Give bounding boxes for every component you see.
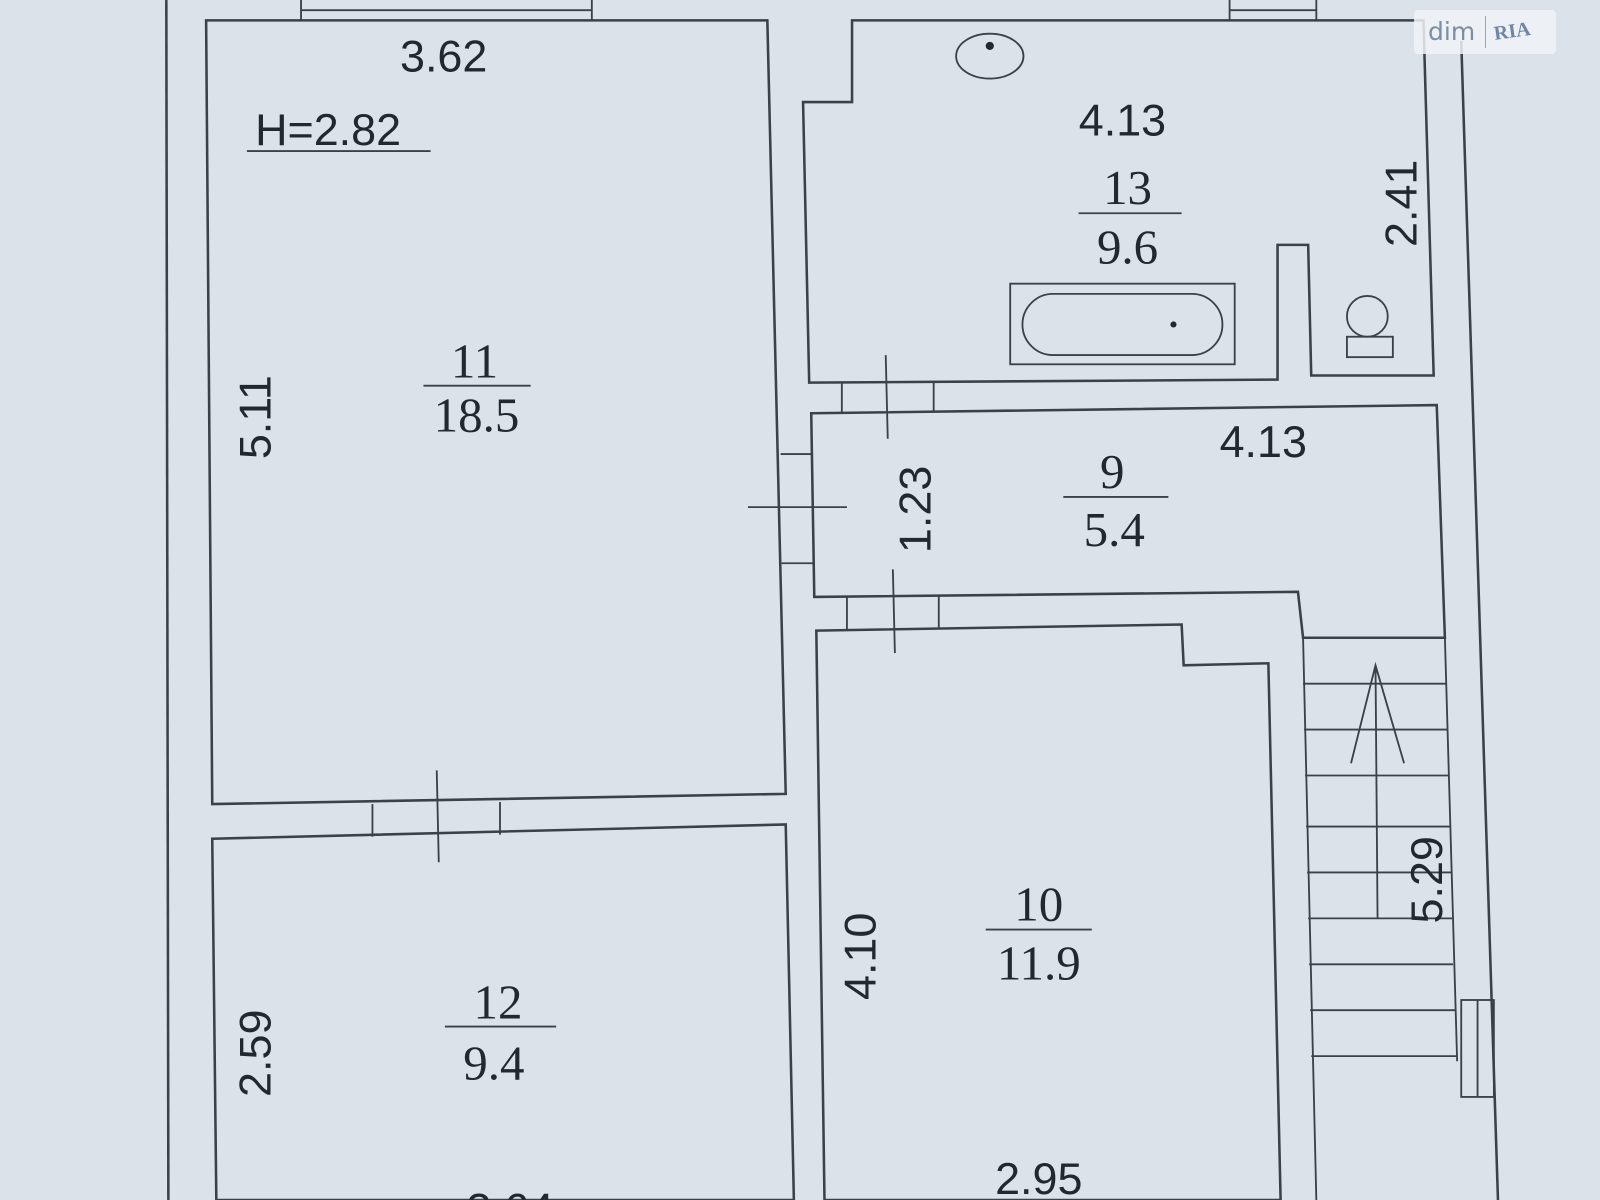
dim-room11-width: 3.62 bbox=[400, 30, 487, 81]
dim-room9-length: 1.23 bbox=[890, 466, 941, 553]
dim-room11-length: 5.11 bbox=[229, 375, 280, 459]
staircase bbox=[1302, 637, 1459, 1200]
height-label: H=2.82 bbox=[255, 104, 401, 155]
dim-room12-width: 3.64 bbox=[467, 1183, 554, 1200]
dim-room12-length: 2.59 bbox=[229, 1010, 280, 1097]
door-11-12 bbox=[371, 770, 501, 863]
door-9-10 bbox=[846, 569, 940, 654]
stair-arrow-icon bbox=[1374, 665, 1379, 919]
outer-wall-right bbox=[1459, 40, 1500, 1200]
toilet-icon bbox=[1346, 295, 1394, 359]
dim-room10-length: 4.10 bbox=[835, 913, 886, 1000]
window-top-right bbox=[1228, 0, 1318, 21]
sink-icon bbox=[955, 32, 1025, 80]
window-top-left bbox=[300, 0, 593, 21]
bathtub-icon bbox=[1009, 282, 1236, 366]
room-9-number: 9 bbox=[1100, 444, 1124, 499]
room-13-number: 13 bbox=[1103, 160, 1152, 215]
room-13-outline bbox=[801, 19, 1435, 384]
room-12-area: 9.4 bbox=[463, 1036, 524, 1091]
outer-wall-left bbox=[165, 0, 170, 1200]
room-11-area: 18.5 bbox=[434, 388, 520, 443]
dim-room13-length: 2.41 bbox=[1375, 160, 1426, 247]
room-12-outline bbox=[210, 823, 796, 1200]
logo-dim-text: dim bbox=[1414, 16, 1487, 48]
dim-room10-width: 2.95 bbox=[995, 1153, 1082, 1200]
room-12-number: 12 bbox=[473, 974, 522, 1029]
room-11-number: 11 bbox=[451, 334, 498, 389]
dim-stairs-length: 5.29 bbox=[1401, 836, 1452, 923]
dim-room13-width: 4.13 bbox=[1079, 95, 1166, 146]
logo-ria-text: RIA bbox=[1492, 17, 1533, 45]
window-right bbox=[1460, 999, 1495, 1098]
room-10-outline bbox=[815, 623, 1282, 1200]
door-13-9 bbox=[840, 355, 935, 439]
dim-room9-width: 4.13 bbox=[1220, 416, 1307, 467]
room-13-area: 9.6 bbox=[1097, 219, 1158, 274]
room-10-area: 11.9 bbox=[997, 936, 1081, 991]
room-9-area: 5.4 bbox=[1084, 502, 1145, 557]
room-11-outline bbox=[204, 19, 788, 806]
door-11-9 bbox=[747, 453, 847, 565]
dim-ria-logo: dim RIA bbox=[1414, 10, 1556, 54]
room-10-number: 10 bbox=[1014, 876, 1063, 931]
